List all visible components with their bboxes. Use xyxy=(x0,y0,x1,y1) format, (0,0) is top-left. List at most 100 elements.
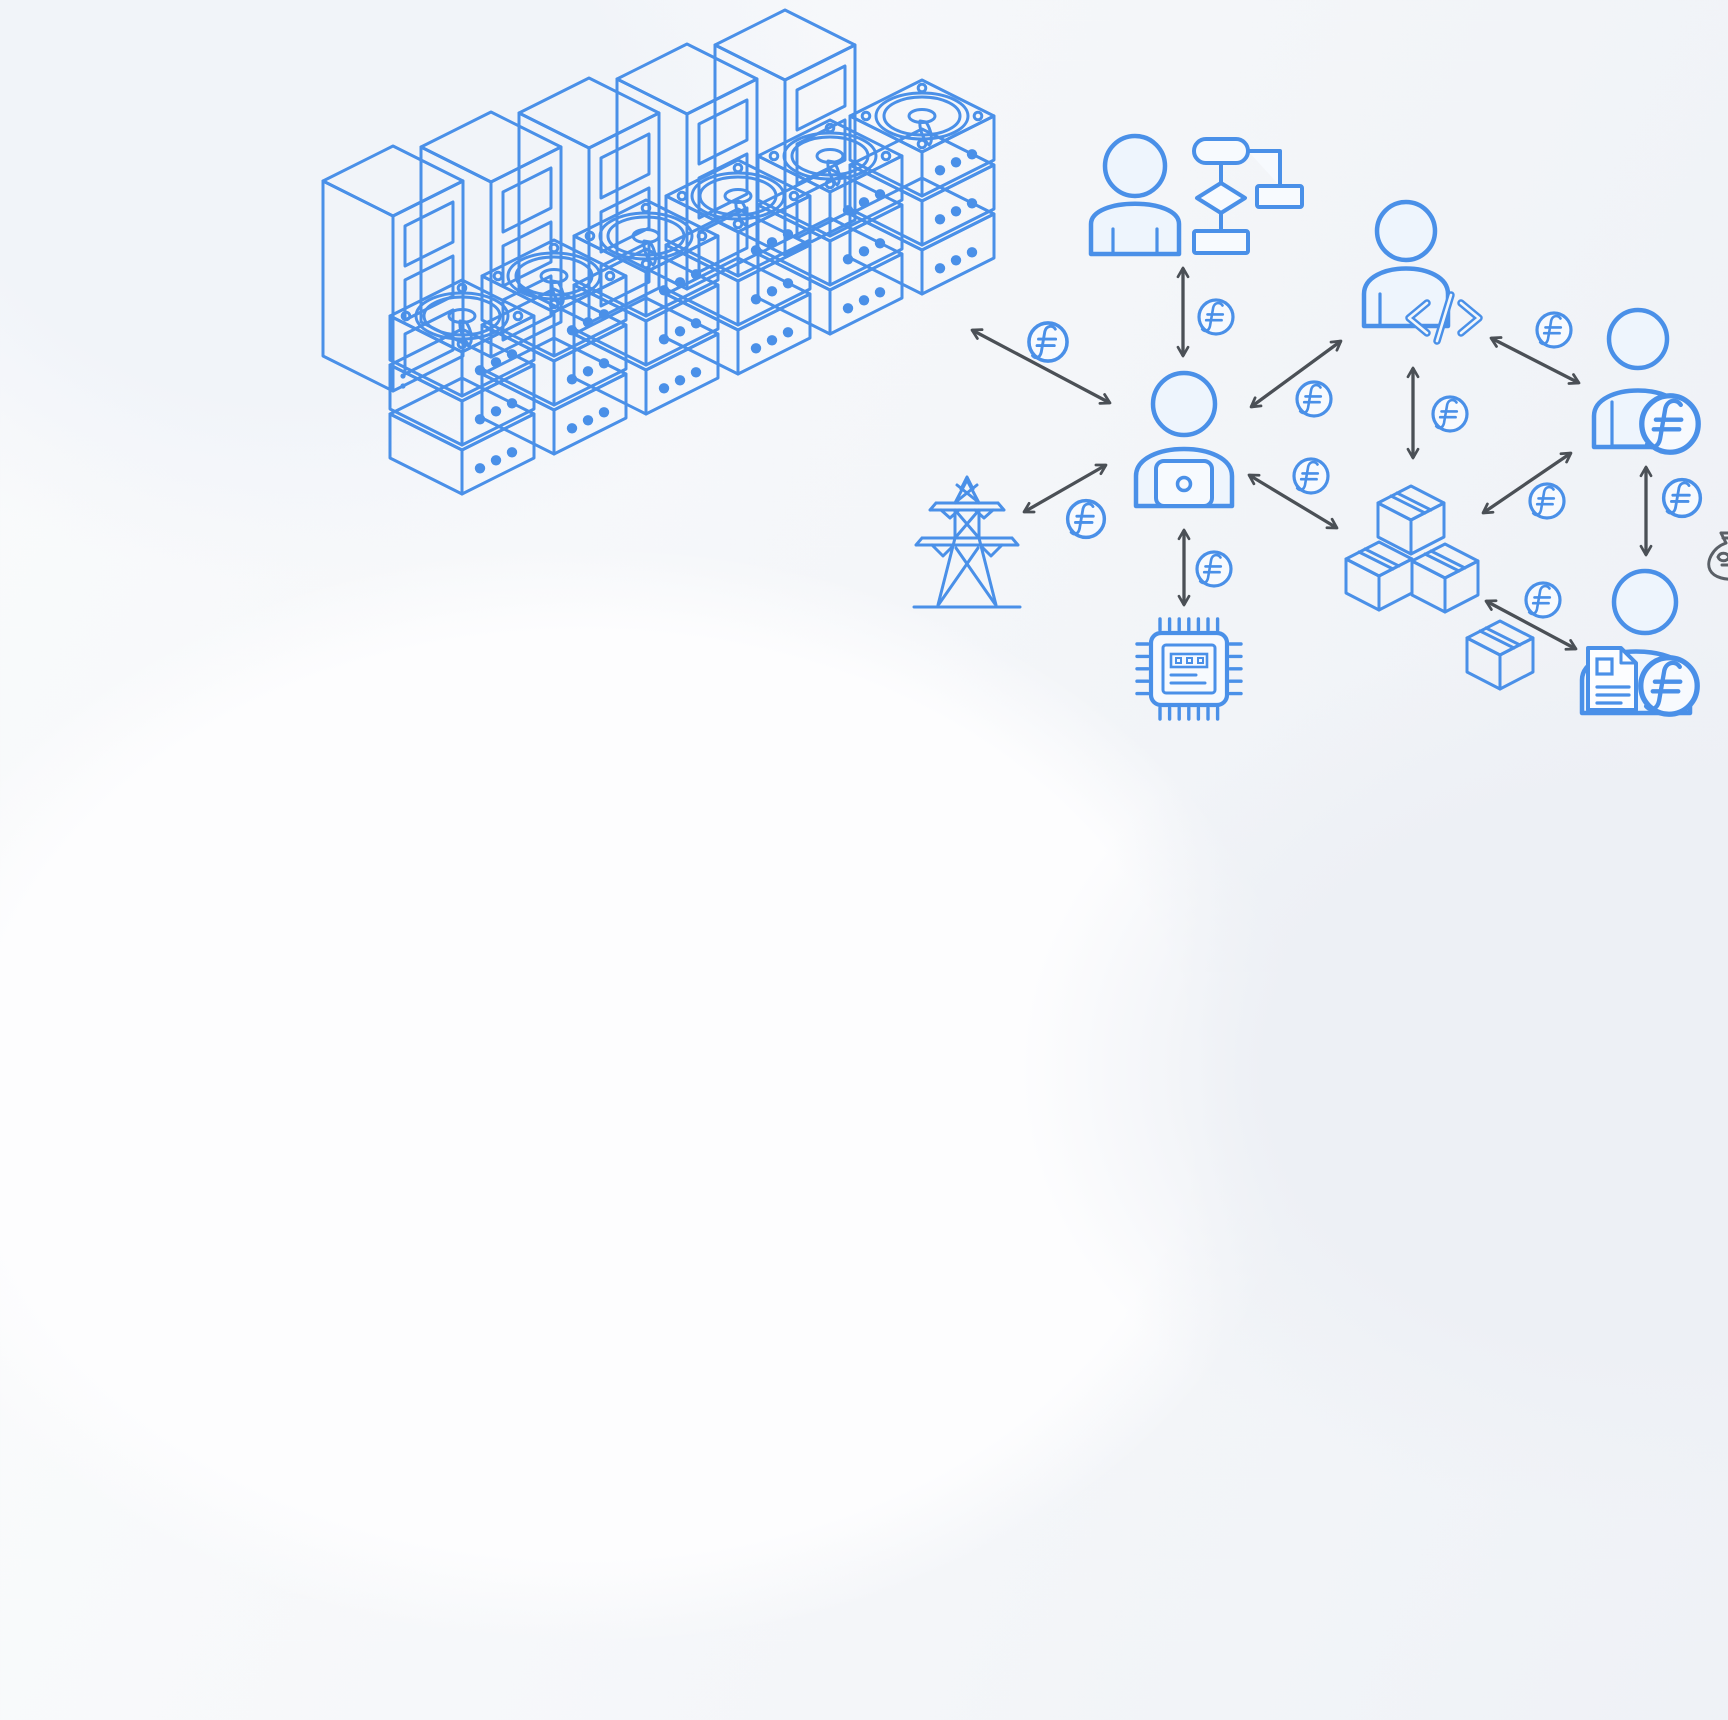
hard-drive-unit xyxy=(664,158,812,278)
client-person-head xyxy=(1102,133,1168,199)
drive-port-dot xyxy=(766,335,778,346)
drive-port-dot xyxy=(858,295,870,306)
drive-port-dot xyxy=(690,318,702,329)
platter-screw xyxy=(640,258,652,270)
filecoin-token-icon xyxy=(1197,298,1235,336)
drive-port-dot xyxy=(934,214,946,225)
drive-port-dot xyxy=(874,189,886,200)
held-token-icon xyxy=(1642,396,1698,452)
drive-port-dot xyxy=(674,277,686,288)
drive-platter xyxy=(860,82,984,150)
platter-screw xyxy=(400,310,412,322)
platter-screw xyxy=(916,82,928,94)
connection-developer-holder xyxy=(1489,311,1581,385)
platter-screw xyxy=(732,218,744,230)
drive-platter xyxy=(492,242,616,310)
flowchart-icon xyxy=(1192,137,1304,255)
drive-port-dot xyxy=(950,157,962,168)
platter-screw xyxy=(768,150,780,162)
hard-drive-stack xyxy=(572,198,720,416)
filecoin-token-icon xyxy=(1661,477,1703,519)
drive-port-dot xyxy=(842,205,854,216)
user-with-laptop-node xyxy=(1133,370,1235,509)
filecoin-token-icon xyxy=(1065,498,1107,540)
drive-port-dot xyxy=(690,269,702,280)
rack-panel xyxy=(403,308,455,376)
drive-port-dot xyxy=(858,246,870,257)
hard-drive-stack xyxy=(388,278,536,496)
connection-user-chip xyxy=(1177,528,1233,607)
hard-drive-stack xyxy=(756,118,904,336)
drive-port-dot xyxy=(506,349,518,360)
drive-port-dot xyxy=(566,325,578,336)
drive-port-dot xyxy=(966,198,978,209)
held-token-icon xyxy=(1641,658,1697,714)
platter-screw xyxy=(456,282,468,294)
rack-panel xyxy=(795,64,847,132)
drive-port-dot xyxy=(658,334,670,345)
drive-port-dot xyxy=(966,149,978,160)
drive-port-dot xyxy=(582,317,594,328)
hard-drive-unit xyxy=(848,78,996,198)
drive-platter xyxy=(676,162,800,230)
drive-port-dot xyxy=(674,326,686,337)
connection-power-user xyxy=(1022,463,1108,540)
client-person-body xyxy=(1088,201,1182,257)
rack-led xyxy=(400,373,406,379)
drive-port-dot xyxy=(782,229,794,240)
client-person-arms xyxy=(1111,227,1159,255)
drive-port-dot xyxy=(842,254,854,265)
platter-screw xyxy=(456,338,468,350)
platter-screw xyxy=(788,190,800,202)
drive-port-dot xyxy=(842,303,854,314)
exchange-arrow xyxy=(1249,339,1343,409)
platter-screw xyxy=(880,150,892,162)
platter-screw xyxy=(860,110,872,122)
drive-port-dot xyxy=(506,447,518,458)
hard-drive-unit xyxy=(572,198,720,318)
drive-port-dot xyxy=(474,365,486,376)
drive-port-dot xyxy=(950,255,962,266)
drive-port-dot xyxy=(750,343,762,354)
drive-port-dot xyxy=(658,285,670,296)
drive-platter xyxy=(584,202,708,270)
package-tape xyxy=(1423,549,1467,573)
platter-screw xyxy=(548,298,560,310)
exchange-arrow xyxy=(1022,463,1108,514)
hard-drive-stack xyxy=(480,238,628,456)
platter-screw xyxy=(696,230,708,242)
connection-blocks-holder xyxy=(1481,451,1573,520)
rack-panel xyxy=(501,166,553,234)
connection-client-user xyxy=(1176,266,1235,358)
drive-port-dot xyxy=(874,238,886,249)
storage-block xyxy=(1376,484,1446,556)
exchange-arrow xyxy=(1247,473,1339,530)
drive-port-dot xyxy=(934,165,946,176)
drive-port-dot xyxy=(674,375,686,386)
server-rack-tower xyxy=(321,144,465,393)
exchange-arrow xyxy=(1481,451,1573,515)
power-grid-tower-icon xyxy=(912,475,1022,609)
drive-port-dot xyxy=(782,278,794,289)
drive-port-dot xyxy=(566,374,578,385)
filecoin-token-icon xyxy=(1431,395,1469,433)
token-holder-node xyxy=(1591,307,1698,452)
drive-port-dot xyxy=(598,358,610,369)
connection-developer-blocks xyxy=(1406,366,1469,460)
platter-screw xyxy=(824,178,836,190)
drive-port-dot xyxy=(490,455,502,466)
drive-port-dot xyxy=(934,263,946,274)
drive-port-dot xyxy=(582,415,594,426)
token-holder-head xyxy=(1606,307,1670,371)
platter-screw xyxy=(584,230,596,242)
token-flow-connections xyxy=(970,266,1703,651)
drive-platter xyxy=(768,122,892,190)
document-holder-head xyxy=(1611,568,1679,636)
user-head xyxy=(1150,370,1218,438)
client-with-workflow-node xyxy=(1088,133,1304,257)
drive-port-dot xyxy=(750,245,762,256)
drive-port-dot xyxy=(874,287,886,298)
exchange-arrow xyxy=(1489,336,1581,385)
platter-screw xyxy=(916,138,928,150)
filecoin-token-icon xyxy=(1535,311,1573,349)
